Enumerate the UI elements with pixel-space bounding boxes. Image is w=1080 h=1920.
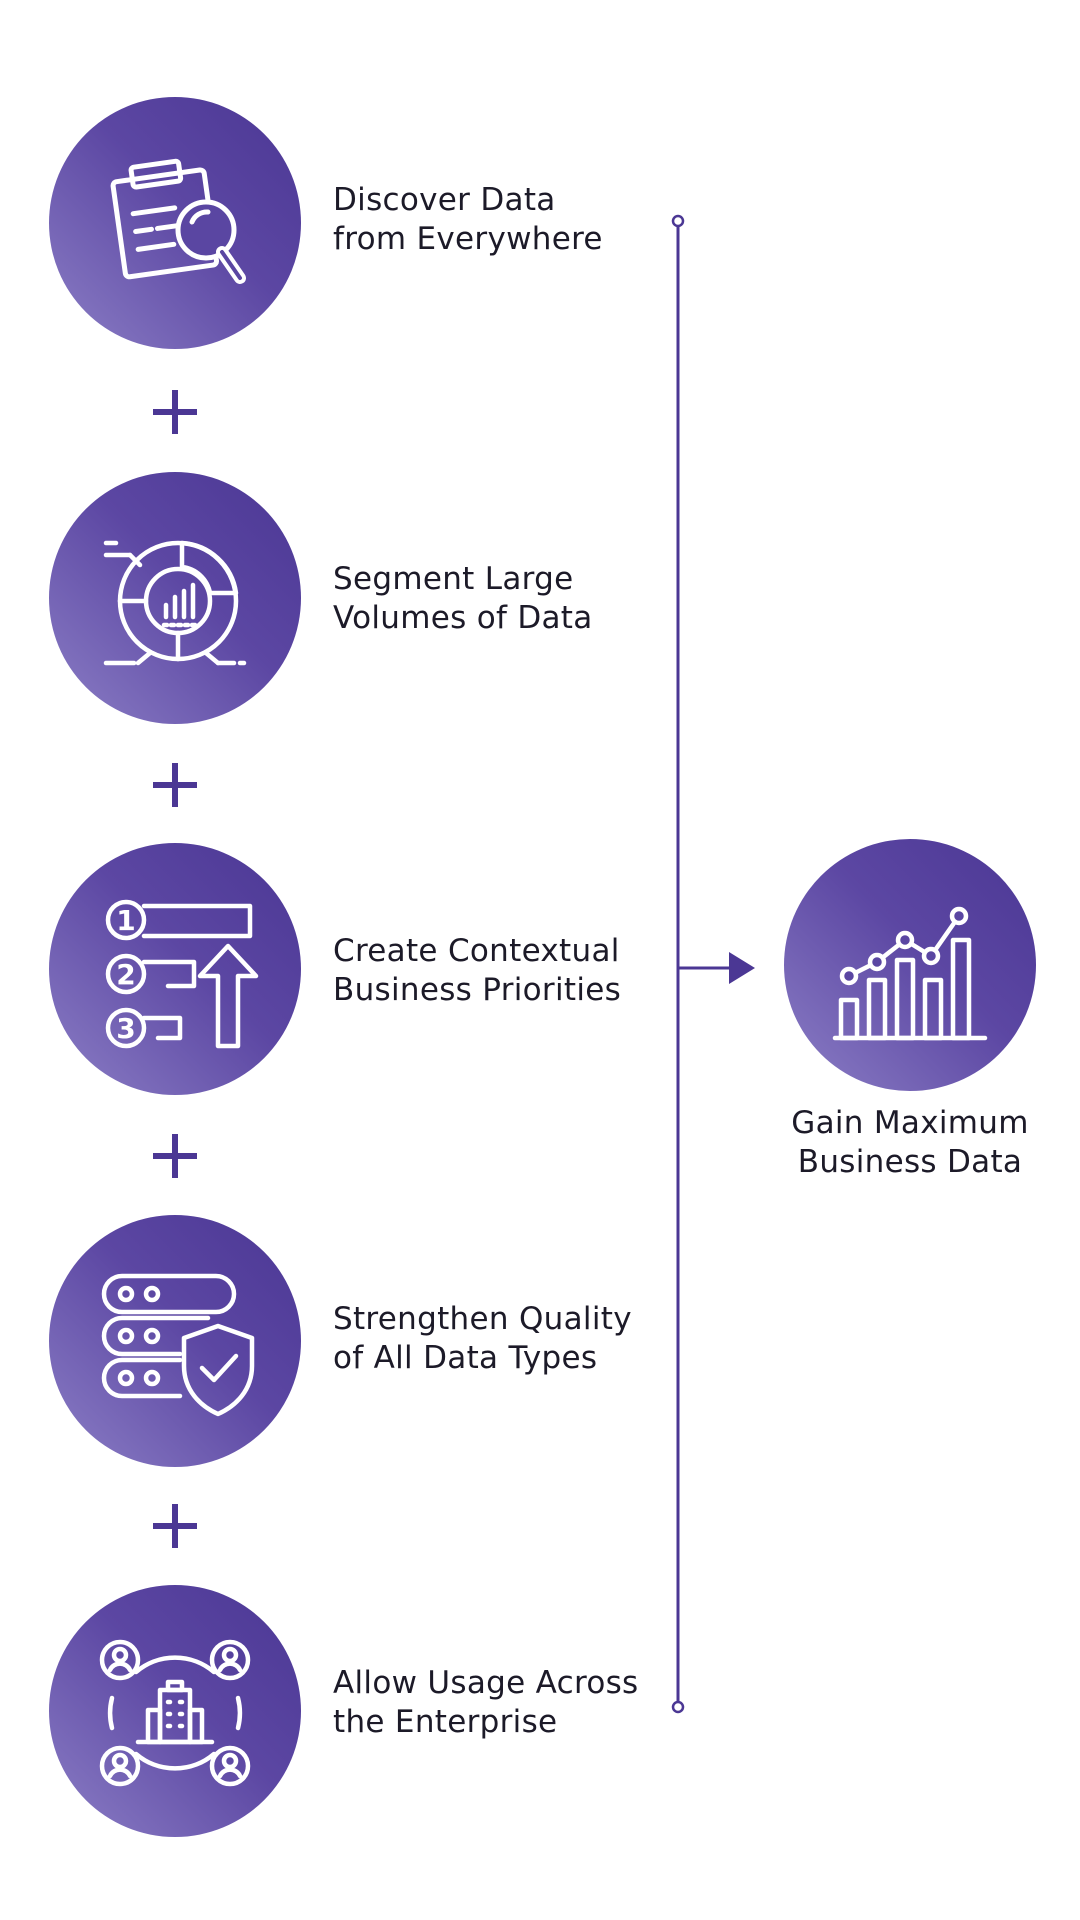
step-icon-circle-1 (49, 97, 301, 349)
enterprise-users-icon (99, 1639, 251, 1787)
step-label-5: Allow Usage Across the Enterprise (333, 1665, 639, 1740)
plus-icon (153, 390, 197, 434)
plus-icon (153, 1504, 197, 1548)
step-label-2: Segment Large Volumes of Data (333, 561, 593, 636)
segment-chart-icon (103, 540, 247, 666)
step-icon-circle-2 (49, 472, 301, 724)
step-icon-circle-4 (49, 1215, 301, 1467)
svg-text:2: 2 (116, 958, 135, 991)
arrow-right-icon (729, 952, 755, 984)
step-label-3: Create Contextual Business Priorities (333, 933, 622, 1008)
step-icon-circle-5 (49, 1585, 301, 1837)
priority-list-icon: 1 2 3 (105, 899, 259, 1049)
plus-icon (153, 1134, 197, 1178)
clipboard-search-icon (110, 158, 246, 284)
svg-text:3: 3 (116, 1012, 135, 1045)
result-icon-circle (784, 839, 1036, 1091)
step-label-1: Discover Data from Everywhere (333, 182, 603, 257)
plus-icon (153, 763, 197, 807)
step-label-4: Strengthen Quality of All Data Types (333, 1301, 632, 1376)
svg-text:1: 1 (116, 904, 135, 937)
growth-chart-icon (832, 906, 988, 1041)
step-icon-circle-3: 1 2 3 (49, 843, 301, 1095)
database-shield-icon (101, 1273, 255, 1417)
result-label: Gain Maximum Business Data (791, 1105, 1029, 1180)
